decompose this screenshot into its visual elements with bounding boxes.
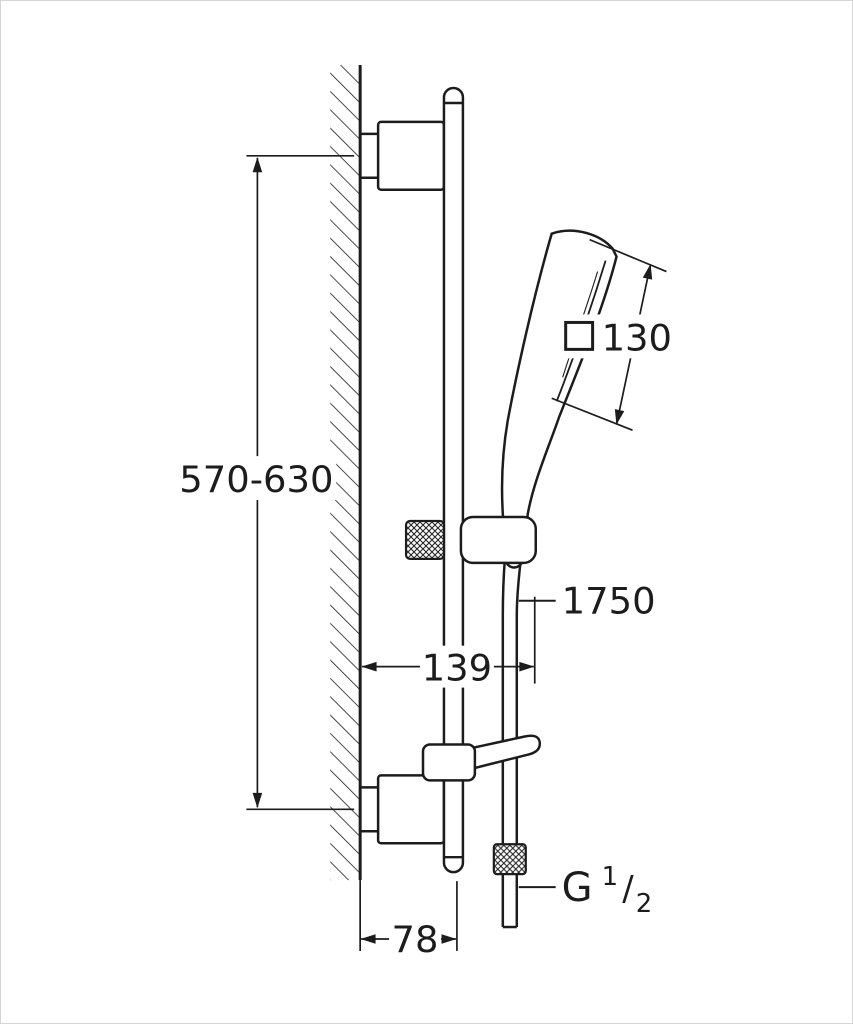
holder-arm (459, 515, 537, 565)
ext-line-head-top (589, 238, 667, 273)
dimensions: 570-630 130 1750 139 G 1 / 2 78 (176, 154, 678, 961)
top-mount-stem (360, 132, 380, 180)
bottom-mount-stem (360, 786, 380, 833)
tray-arm (468, 734, 542, 770)
label-hose-length: 1750 (562, 580, 656, 623)
top-mount-plate (376, 120, 446, 192)
hose-connection-nut (492, 843, 527, 876)
bottom-mount-plate (376, 774, 446, 845)
label-head-size: 130 (602, 316, 672, 359)
label-offset-width: 139 (422, 647, 492, 690)
holder-locking-knob (404, 519, 446, 560)
label-wall-offset: 78 (392, 918, 439, 961)
tray-clamp (421, 743, 477, 782)
bottom-wall-mount (360, 774, 446, 845)
label-mask (176, 456, 337, 501)
top-wall-mount (360, 120, 446, 192)
square-dimension-icon (564, 320, 595, 351)
thread-letter: G (562, 865, 593, 911)
label-thread: G 1 / 2 (562, 862, 653, 919)
thread-numerator: 1 (602, 862, 619, 892)
soap-tray (421, 734, 542, 782)
shower-hose (492, 559, 527, 929)
hose-left-edge (501, 559, 507, 928)
label-mask (420, 645, 494, 688)
label-rail-span: 570-630 (179, 458, 333, 501)
slider-holder (404, 515, 537, 565)
wall (330, 65, 362, 951)
thread-slash: / (622, 869, 634, 908)
label-mask (389, 919, 441, 957)
hose-right-edge (515, 559, 523, 928)
thread-denominator: 2 (636, 889, 652, 919)
